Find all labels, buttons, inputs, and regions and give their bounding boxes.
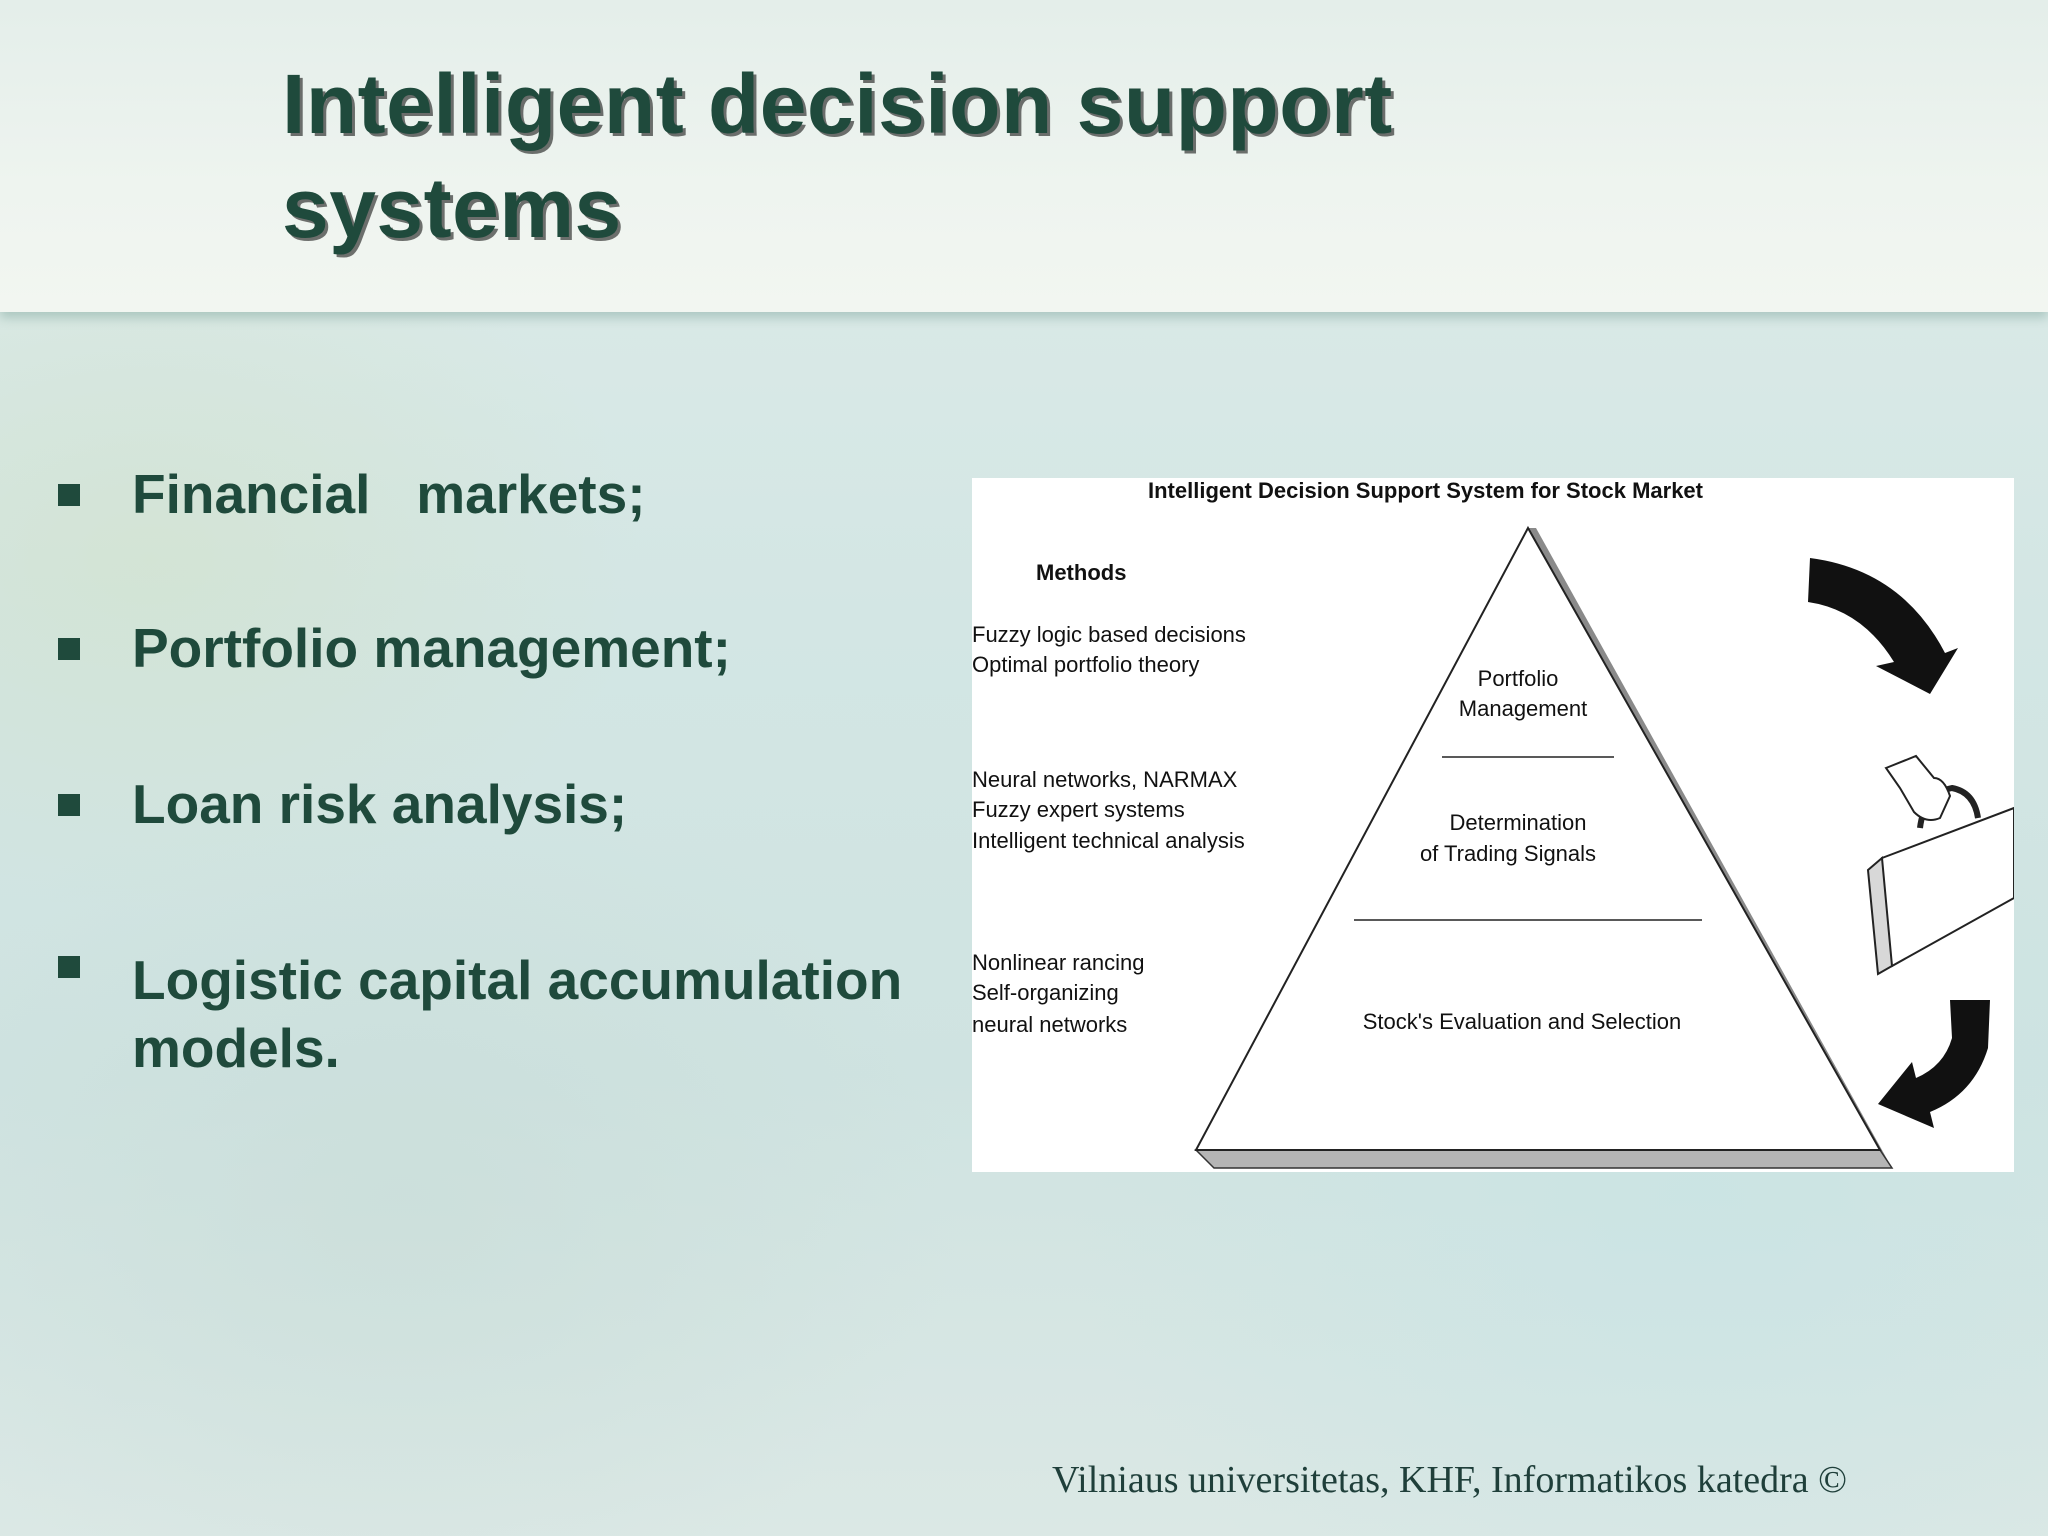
- method-text: Neural networks, NARMAX: [972, 767, 1238, 792]
- briefcase-hand-icon: [1866, 754, 2014, 976]
- method-text: neural networks: [972, 1012, 1127, 1037]
- bullet-text: Financial markets;: [132, 463, 646, 525]
- square-bullet-icon: [58, 638, 80, 660]
- title-banner: Intelligent decision support systems: [0, 0, 2048, 312]
- bullet-text: Portfolio management;: [132, 617, 731, 679]
- diagram-title: Intelligent Decision Support System for …: [1148, 478, 1704, 503]
- pyramid-level-label: of Trading Signals: [1420, 841, 1596, 866]
- pyramid-front-face: [1194, 525, 1882, 1151]
- pyramid-base-face: [1194, 1149, 1894, 1169]
- bullet-text: Logistic capital accumulation models.: [132, 949, 918, 1079]
- methods-heading: Methods: [1036, 560, 1126, 585]
- method-text: Fuzzy logic based decisions: [972, 622, 1246, 647]
- stock-market-dss-diagram: Intelligent Decision Support System for …: [972, 478, 2014, 1172]
- square-bullet-icon: [58, 956, 80, 978]
- pyramid-level-label: Stock's Evaluation and Selection: [1363, 1009, 1682, 1034]
- square-bullet-icon: [58, 794, 80, 816]
- method-text: Optimal portfolio theory: [972, 652, 1199, 677]
- pyramid-level-label: Management: [1459, 696, 1587, 721]
- method-text: Nonlinear rancing: [972, 950, 1144, 975]
- method-text: Intelligent technical analysis: [972, 828, 1245, 853]
- footer-credit: Vilniaus universitetas, KHF, Informatiko…: [1052, 1459, 1847, 1501]
- slide-title: Intelligent decision support systems: [282, 57, 1393, 255]
- curved-arrow-down-icon: [1808, 558, 1958, 694]
- curved-arrow-left-icon: [1878, 1000, 1990, 1128]
- pyramid-level-label: Determination: [1450, 810, 1587, 835]
- method-text: Self-organizing: [972, 980, 1119, 1005]
- square-bullet-icon: [58, 484, 80, 506]
- diagram-canvas: Intelligent Decision Support System for …: [972, 478, 2014, 1169]
- pyramid-level-label: Portfolio: [1478, 666, 1559, 691]
- method-text: Fuzzy expert systems: [972, 797, 1185, 822]
- bullet-text: Loan risk analysis;: [132, 773, 628, 835]
